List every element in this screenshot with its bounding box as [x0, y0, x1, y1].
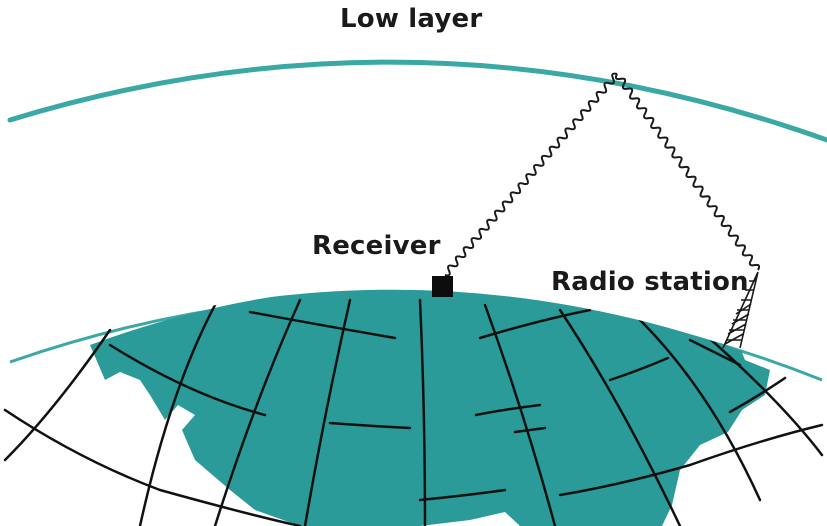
meridian-line	[3, 328, 112, 462]
parallel-line	[3, 408, 302, 526]
parallel-line	[474, 403, 542, 417]
meridian-line	[638, 318, 762, 502]
meridian-line	[213, 298, 302, 526]
parallel-line	[248, 310, 397, 340]
parallel-line	[328, 421, 412, 430]
meridian-line	[303, 298, 352, 526]
parallel-line	[418, 488, 507, 502]
parallel-line	[728, 376, 787, 414]
radio-wave-downward	[614, 73, 761, 271]
parallel-line	[558, 423, 824, 497]
meridian-line	[558, 308, 682, 526]
parallel-line	[108, 343, 267, 417]
parallel-line	[608, 356, 670, 382]
radio-wave-upward	[444, 72, 618, 277]
receiver-icon	[432, 276, 453, 297]
parallel-line	[478, 308, 592, 340]
meridian-line	[698, 328, 824, 457]
parallel-line	[688, 338, 742, 367]
radio-station-label: Radio station	[551, 267, 749, 297]
globe-grid	[3, 298, 824, 526]
radio-tower-icon	[722, 271, 759, 349]
low-layer-label: Low layer	[340, 4, 483, 34]
receiver-label: Receiver	[312, 231, 441, 261]
meridian-line	[418, 298, 427, 526]
meridian-line	[138, 303, 217, 526]
north-america-landmass	[90, 289, 770, 526]
low-layer-arc	[7, 59, 827, 143]
parallel-line	[513, 426, 547, 434]
